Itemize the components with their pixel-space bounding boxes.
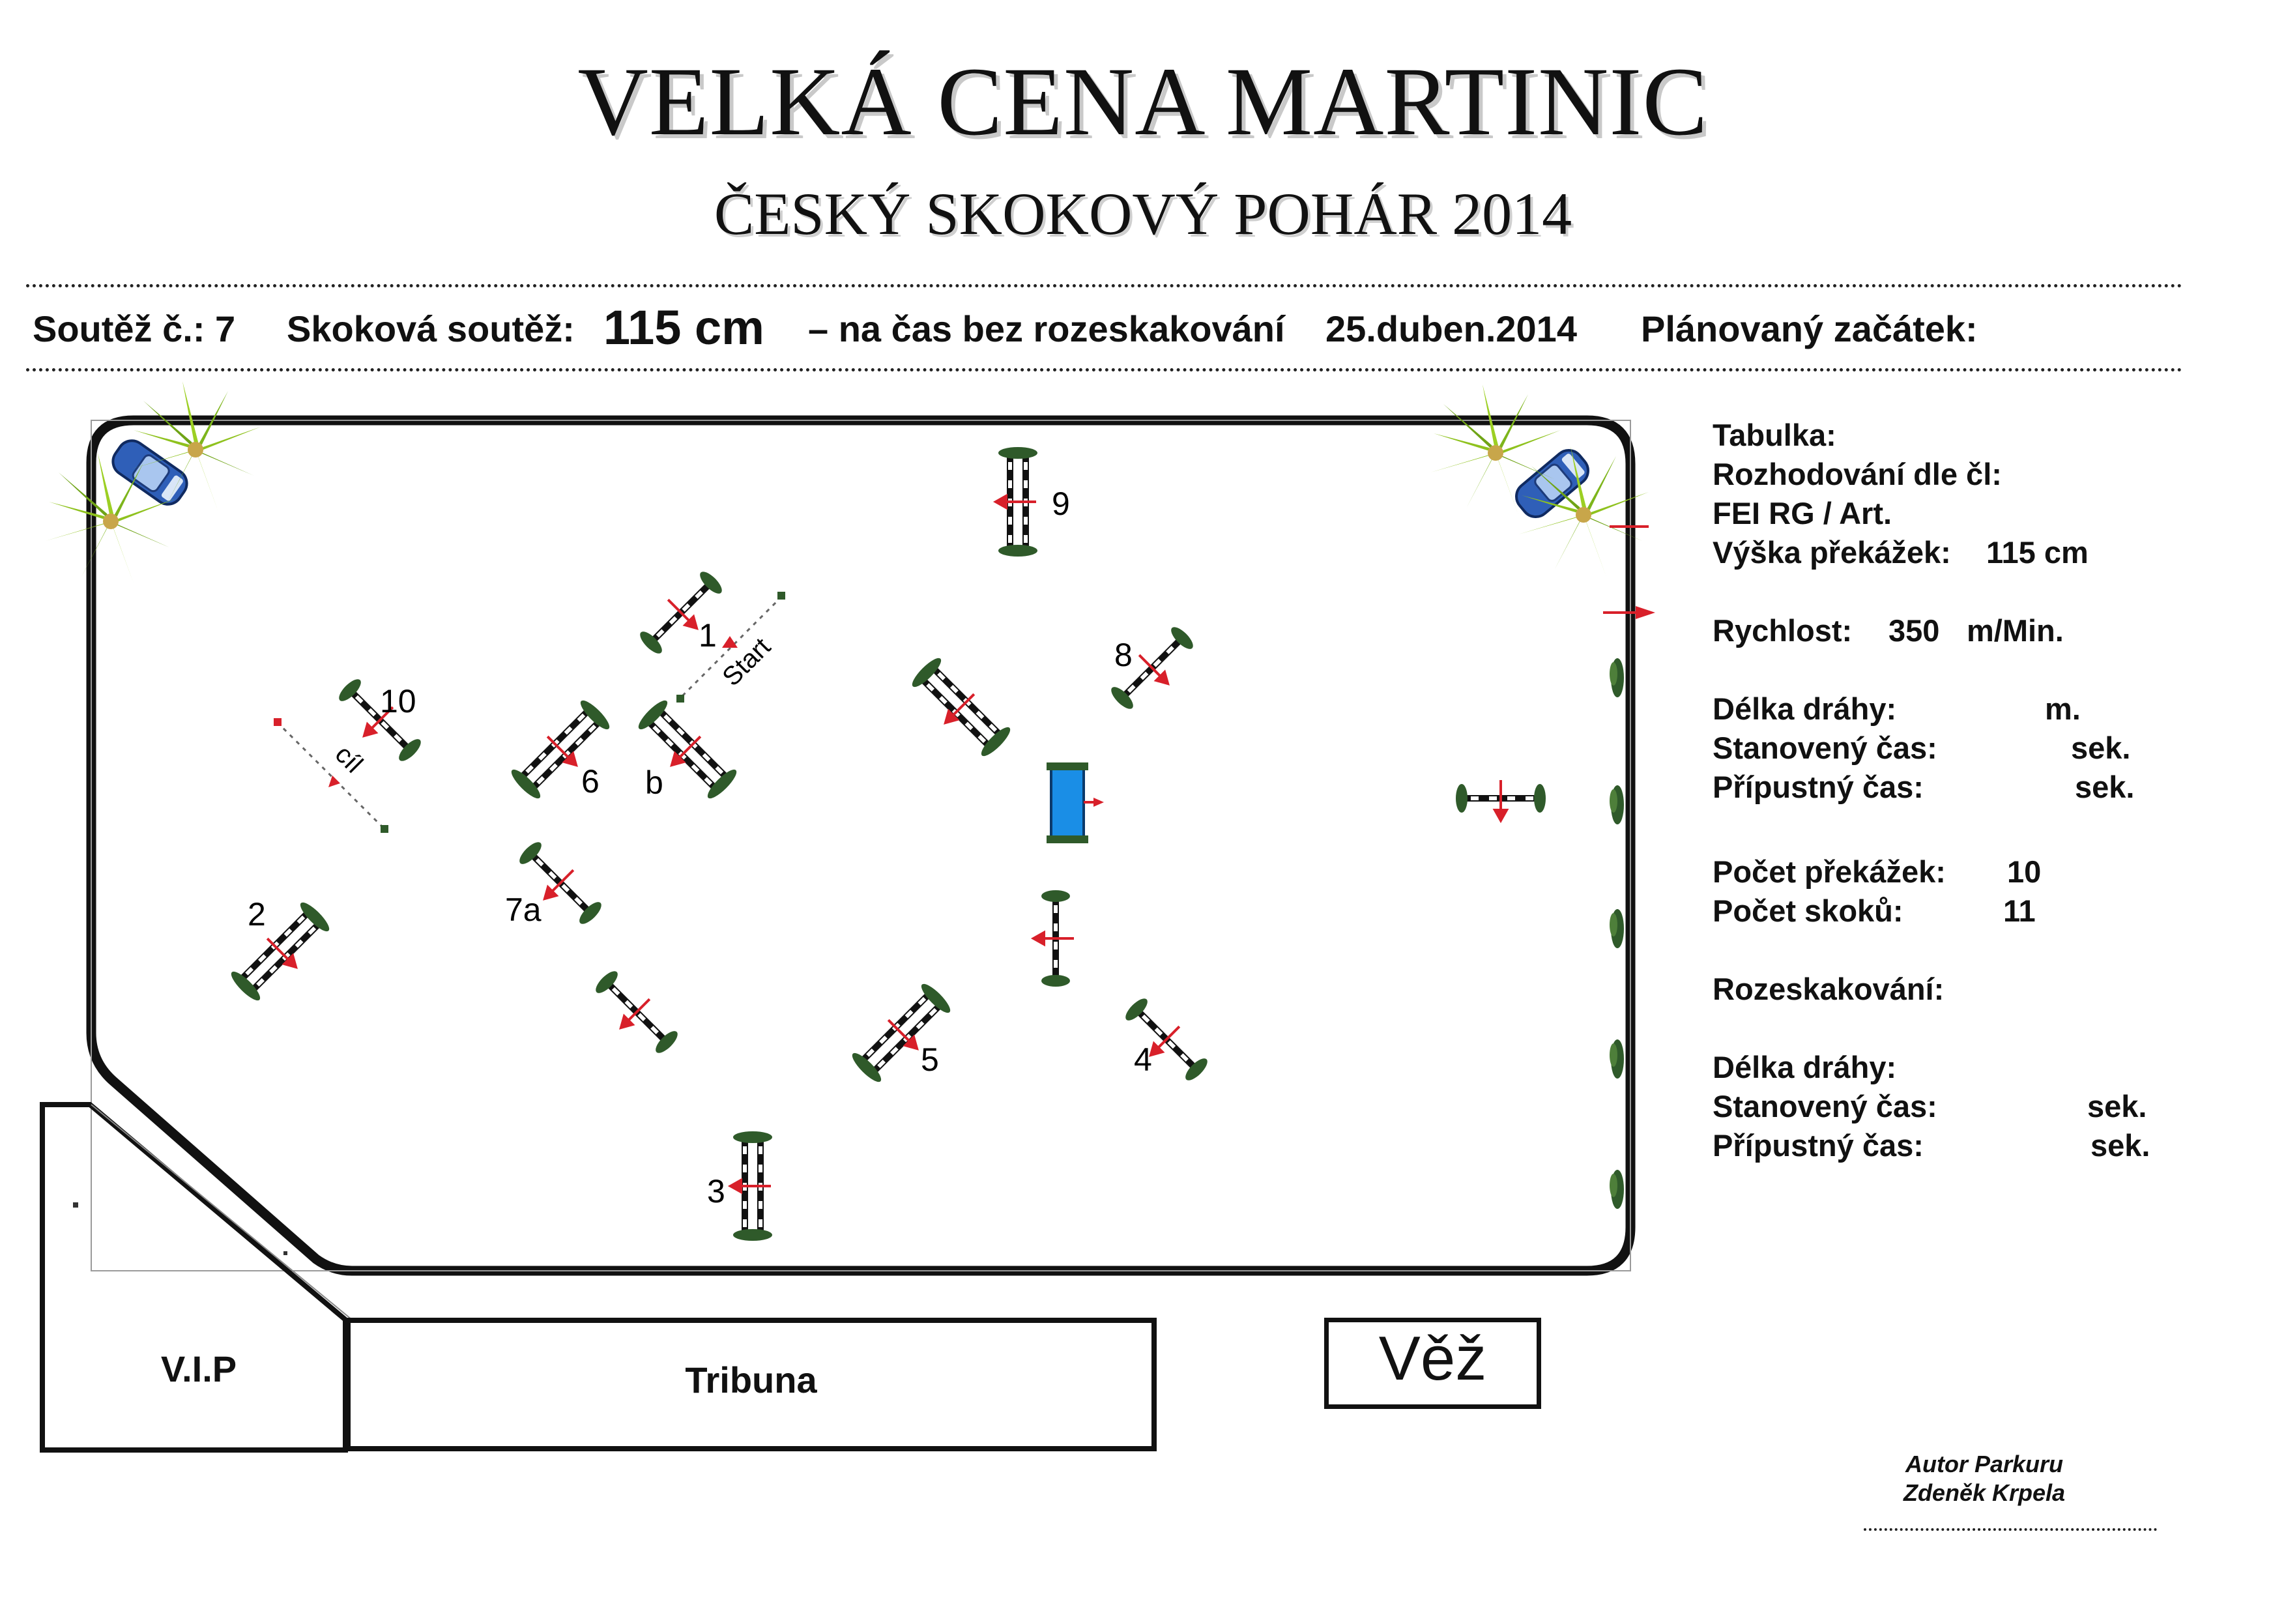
jump-competition-label: Skoková soutěž:	[287, 308, 575, 349]
allowed-time-unit: sek.	[2071, 731, 2131, 765]
tower	[1324, 1318, 1541, 1409]
jump-count-label: Počet skoků:	[1713, 893, 1903, 928]
start-line	[678, 595, 783, 700]
page-title: VELKÁ CENA MARTINIC	[577, 48, 1709, 156]
signature-line	[1864, 1528, 2157, 1531]
fence-6	[511, 700, 610, 799]
fence-b	[638, 700, 737, 799]
grandstand-label: Tribuna	[685, 1359, 817, 1400]
fence-10	[339, 679, 421, 761]
finish-line	[276, 721, 386, 830]
speed-value: 350	[1888, 613, 1940, 648]
jumpoff-allowed-label: Stanovený čas:	[1713, 1089, 1937, 1124]
fence-label-10: 10	[380, 683, 416, 719]
decision-label: Rozhodování dle čl:	[1713, 457, 2002, 491]
fence-5	[852, 983, 951, 1082]
water-jump	[1050, 766, 1085, 839]
jump-count-value: 11	[2003, 893, 2036, 928]
page-subtitle: ČESKÝ SKOKOVÝ POHÁR 2014	[714, 181, 1572, 247]
fence-7a	[519, 842, 601, 924]
fence-label-6: 6	[581, 763, 600, 800]
fence-label-b: b	[645, 764, 663, 801]
fence-vertical-mid	[1030, 890, 1074, 987]
planned-start-label: Plánovaný začátek:	[1641, 308, 1978, 349]
fence-label-5: 5	[921, 1041, 939, 1078]
speed-label: Rychlost:	[1713, 613, 1853, 648]
limit-time-label: Přípustný čas:	[1713, 770, 1924, 804]
fence-oxer-center	[912, 658, 1011, 757]
jumpoff-limit-label: Přípustný čas:	[1713, 1128, 1924, 1163]
rules-value: FEI RG / Art.	[1713, 496, 1892, 530]
allowed-time-label: Stanovený čas:	[1713, 731, 1937, 765]
jumpoff-allowed-unit: sek.	[2087, 1089, 2147, 1124]
jumpoff-limit-unit: sek.	[2091, 1128, 2150, 1163]
competition-number: Soutěž č.: 7	[33, 308, 236, 349]
competition-format: – na čas bez rozeskakování	[808, 308, 1285, 349]
competition-date: 25.duben.2014	[1325, 308, 1577, 349]
jumpoff-length-label: Délka dráhy:	[1713, 1050, 1897, 1084]
obstacle-height-value: 115 cm	[1986, 535, 2089, 570]
fence-1	[640, 572, 722, 654]
fence-label-2: 2	[248, 896, 266, 933]
table-label: Tabulka:	[1713, 418, 1836, 452]
fence-label-8: 8	[1114, 637, 1133, 673]
obstacle-height-label: Výška překážek:	[1713, 535, 1951, 570]
fence-label-1: 1	[699, 617, 717, 654]
author-block: Autor Parkuru Zdeněk Krpela	[1883, 1450, 2085, 1507]
obstacle-count-value: 10	[2007, 854, 2042, 889]
jumpoff-label: Rozeskakování:	[1713, 972, 1945, 1006]
fence-label-3: 3	[707, 1173, 725, 1210]
author-title: Autor Parkuru	[1905, 1451, 2064, 1477]
course-length-label: Délka dráhy:	[1713, 691, 1897, 726]
tower-label: Věž	[1378, 1324, 1487, 1393]
fence-label-7a: 7a	[505, 892, 542, 928]
course-length-unit: m.	[2045, 691, 2081, 726]
obstacle-count-label: Počet překážek:	[1713, 854, 1946, 889]
competition-height: 115 cm	[603, 300, 764, 355]
fence-8	[1111, 627, 1193, 709]
fence-4	[1125, 998, 1208, 1080]
vip-label: V.I.P	[160, 1348, 237, 1389]
fence-label-9: 9	[1052, 486, 1070, 522]
fence-right	[1456, 780, 1546, 824]
limit-time-unit: sek.	[2075, 770, 2135, 804]
fence-2	[231, 902, 330, 1001]
speed-unit: m/Min.	[1967, 613, 2064, 648]
divider-bottom	[26, 368, 2183, 371]
author-name: Zdeněk Krpela	[1903, 1479, 2066, 1506]
competition-info-row: Soutěž č.: 7 Skoková soutěž: 115 cm – na…	[33, 300, 2183, 366]
fence-vertical-low	[596, 971, 678, 1053]
fence-3	[727, 1131, 772, 1241]
grandstand	[345, 1318, 1157, 1451]
fence-9	[992, 447, 1037, 557]
fence-label-4: 4	[1134, 1041, 1152, 1078]
divider-top	[26, 284, 2183, 287]
